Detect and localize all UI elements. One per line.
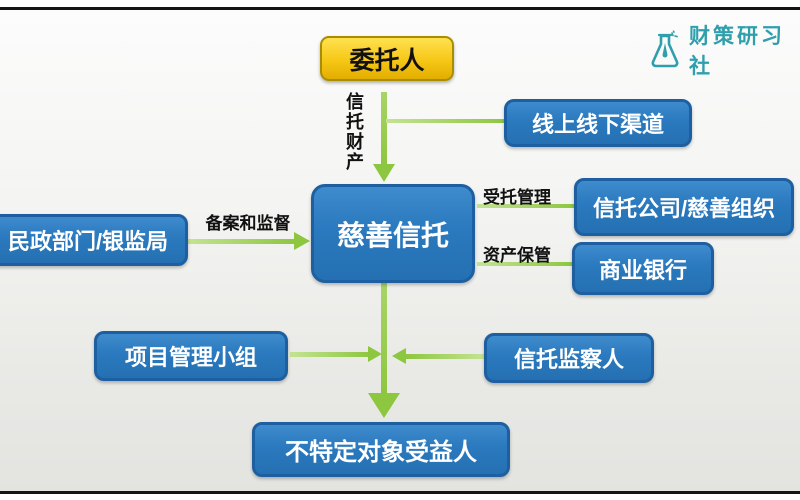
arrowhead-right-icon — [368, 346, 382, 362]
brand-name: 财策研习社 — [689, 25, 785, 78]
bottom-border-line — [0, 491, 800, 494]
brand-logo: 财策研习社 — [648, 20, 800, 80]
top-border-line — [0, 7, 800, 10]
connector-trust-to-bank — [477, 262, 572, 266]
arrowhead-down-icon — [373, 164, 395, 182]
node-trust-company-charity-org: 信托公司/慈善组织 — [574, 178, 794, 236]
connector-principal-to-trust — [381, 92, 387, 166]
node-trust-supervisor: 信托监察人 — [484, 333, 654, 383]
edge-label-entrusted-management: 受托管理 — [483, 188, 551, 207]
arrowhead-left-icon — [392, 348, 406, 364]
node-civil-affairs-banking-regulator: 民政部门/银监局 — [0, 214, 188, 266]
edge-label-asset-custody: 资产保管 — [483, 246, 551, 265]
node-charitable-trust: 慈善信托 — [311, 184, 475, 283]
connector-trust-to-company — [477, 204, 574, 208]
connector-gov-to-trust — [188, 239, 296, 244]
arrowhead-down-icon — [368, 393, 400, 418]
arrowhead-right-icon — [294, 232, 310, 250]
node-online-offline-channel: 线上线下渠道 — [504, 99, 692, 147]
edge-label-trust-property: 信托财产 — [344, 92, 364, 172]
edge-label-register-supervise: 备案和监督 — [205, 214, 291, 233]
connector-team-to-trust — [290, 352, 370, 357]
node-principal: 委托人 — [320, 36, 454, 81]
flask-icon — [648, 30, 682, 70]
node-commercial-bank: 商业银行 — [572, 242, 714, 295]
connector-supervisor-to-trust — [406, 354, 484, 359]
node-project-management-team: 项目管理小组 — [94, 331, 288, 381]
connector-trust-to-beneficiary — [381, 283, 387, 395]
node-unspecified-beneficiaries: 不特定对象受益人 — [252, 422, 510, 477]
connector-to-channel — [386, 119, 506, 123]
